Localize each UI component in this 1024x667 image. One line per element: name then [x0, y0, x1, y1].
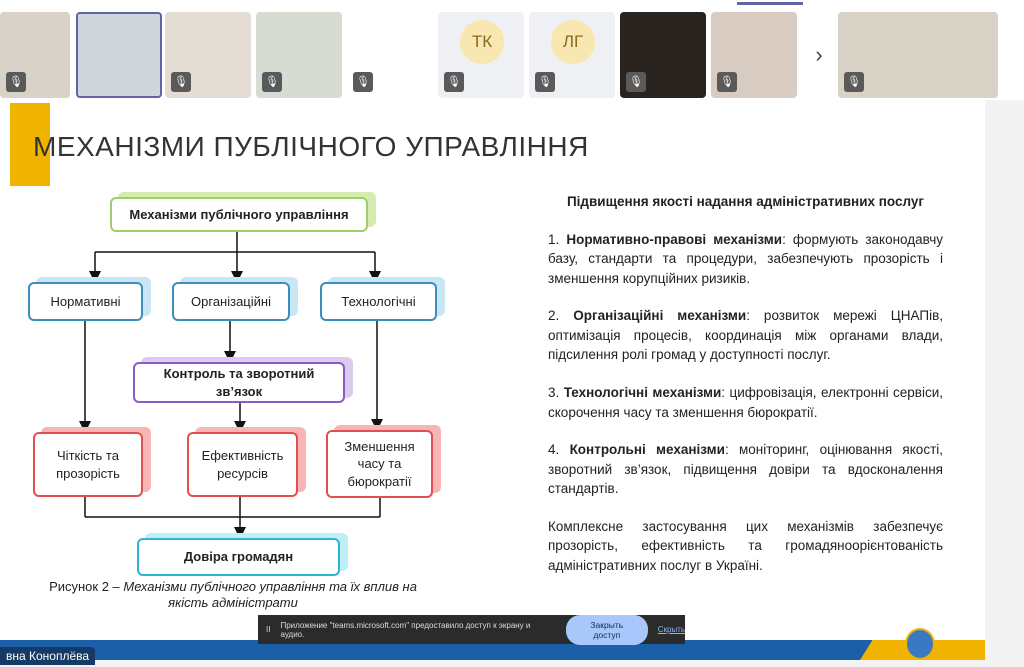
item-bold: Нормативно-правові механізми [566, 231, 783, 247]
slide-footer-band [0, 640, 985, 660]
text-item: 2. Організаційні механізми: розвиток мер… [548, 306, 943, 365]
diagram-outcome-time: Зменшення часу та бюрократії [326, 430, 433, 498]
mic-muted-icon: 🎙 [444, 72, 464, 92]
diagram-outcome-transparency: Чіткість та прозорість [33, 432, 143, 497]
text-heading: Підвищення якості надання адміністративн… [566, 194, 925, 209]
participant-tile[interactable]: 🎙 [165, 12, 251, 98]
text-item: 3. Технологічні механізми: цифровізація,… [548, 383, 943, 422]
item-num: 1. [548, 231, 567, 247]
mic-muted-icon: 🎙 [717, 72, 737, 92]
stop-sharing-button[interactable]: Закрыть доступ [565, 614, 648, 645]
diagram-result-box: Довіра громадян [137, 538, 340, 576]
item-num: 3. [548, 384, 564, 400]
hide-share-bar-link[interactable]: Скрыть [657, 625, 685, 634]
diagram-outcome-efficiency: Ефективність ресурсів [187, 432, 298, 497]
caption-prefix: Рисунок 2 – [49, 579, 124, 594]
item-num: 4. [548, 442, 570, 458]
participant-tile[interactable]: 🎙 [620, 12, 706, 98]
mic-muted-icon: 🎙 [171, 72, 191, 92]
participant-tile[interactable] [76, 12, 162, 98]
diagram-type-technological: Технологічні [320, 282, 437, 321]
text-item: 4. Контрольні механізми: моніторинг, оці… [548, 440, 943, 499]
item-text: : моніторинг, оцінювання якості, зворотн… [548, 442, 943, 497]
diagram-type-normative: Нормативні [28, 282, 143, 321]
participant-tile[interactable]: 🎙 [711, 12, 797, 98]
item-num: 2. [548, 308, 574, 324]
participant-tile[interactable]: ЛГ 🎙 [529, 12, 615, 98]
item-text: : формують законодавчу базу, стандарти т… [548, 231, 943, 286]
next-participants-button[interactable]: › [803, 12, 835, 98]
presenter-name: вна Коноплёва [0, 647, 96, 665]
item-bold: Організаційні механізми [573, 308, 747, 324]
mic-muted-icon: 🎙 [626, 72, 646, 92]
mic-muted-icon: 🎙 [262, 72, 282, 92]
item-text: : розвиток мережі ЦНАПів, оптимізація пр… [548, 308, 943, 363]
share-pause-icon[interactable]: II [266, 625, 271, 634]
screen-share-bar: II Приложение "teams.microsoft.com" пред… [258, 614, 685, 645]
participant-tile[interactable]: 🎙 [256, 12, 342, 98]
share-message: Приложение "teams.microsoft.com" предост… [280, 620, 531, 639]
text-items: 1. Нормативно-правові механізми: формуют… [548, 230, 943, 499]
caption-text: Механізми публічного управління та їх вп… [123, 579, 417, 611]
mic-muted-icon: 🎙 [844, 72, 864, 92]
mic-muted-icon: 🎙 [353, 72, 373, 92]
slide-title: МЕХАНІЗМИ ПУБЛІЧНОГО УПРАВЛІННЯ [33, 131, 589, 162]
participant-initials: ТК [460, 20, 504, 64]
participant-tile[interactable]: 🎙 [0, 12, 70, 98]
mic-muted-icon: 🎙 [6, 72, 26, 92]
participant-initials: ЛГ [551, 20, 595, 64]
diagram-top-box: Механізми публічного управління [110, 197, 368, 232]
participant-tile[interactable]: 🎙 [838, 12, 998, 98]
item-bold: Технологічні механізми [563, 384, 722, 400]
item-bold: Контрольні механізми [569, 442, 725, 458]
slide-text: Підвищення якості надання адміністративн… [548, 192, 943, 593]
slide-accent-bar [10, 103, 50, 186]
diagram-type-organizational: Організаційні [172, 282, 290, 321]
emblem-logo [905, 628, 935, 660]
active-tab-indicator [737, 2, 803, 5]
item-text: : цифровізація, електронні сервіси, скор… [548, 384, 943, 420]
participant-tile[interactable]: 🎙 [347, 12, 433, 98]
participant-tile[interactable]: ТК 🎙 [438, 12, 524, 98]
text-conclusion: Комплексне застосування цих механізмів з… [548, 518, 943, 573]
diagram-control-box: Контроль та зворотний зв’язок [133, 362, 345, 403]
figure-caption: Рисунок 2 – Механізми публічного управлі… [28, 579, 438, 612]
text-item: 1. Нормативно-правові механізми: формуют… [548, 230, 943, 289]
mic-muted-icon: 🎙 [535, 72, 555, 92]
